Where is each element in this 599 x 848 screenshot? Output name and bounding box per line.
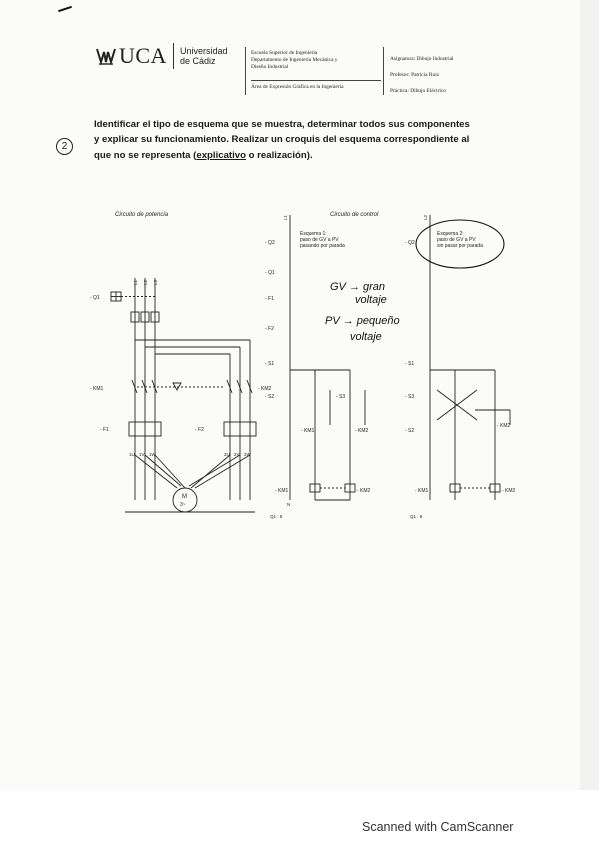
- label-km1-coil: - KM1: [275, 488, 289, 494]
- university-line-1: Universidad: [179, 46, 228, 56]
- phase-label-l3: L3: [153, 279, 158, 285]
- uca-logo: UCA Universidad de Cádiz: [95, 43, 227, 69]
- camscanner-footer: Scanned with CamScanner: [362, 820, 514, 834]
- practice-label: Práctica: Dibujo Eléctrico: [390, 88, 446, 94]
- terminal-1w: 1W: [149, 452, 157, 457]
- question-number: 2: [56, 138, 73, 155]
- header-divider-2: [383, 47, 384, 95]
- school-line-1: Escuela Superior de Ingeniería: [251, 50, 318, 56]
- power-circuit-title: Circuito de potencia: [115, 212, 169, 218]
- top-label-l2: L2: [423, 214, 428, 220]
- label-km1-control: - KM1: [301, 428, 315, 434]
- label-km2-power: - KM2: [258, 386, 272, 392]
- question-line-1: Identificar el tipo de esquema que se mu…: [94, 119, 470, 130]
- f2-thermal-relay: [223, 421, 257, 437]
- handwritten-note-2: PV → pequeño: [325, 315, 400, 327]
- scheme1-label-3: pasando por parada: [300, 243, 345, 249]
- label-km1-power: - KM1: [90, 386, 104, 392]
- uca-emblem-icon: [96, 48, 116, 66]
- control-circuit-title: Circuito de control: [330, 212, 379, 218]
- terminal-2u: 2U: [224, 452, 230, 457]
- university-line-2: de Cádiz: [179, 56, 216, 66]
- motor-label: M: [182, 494, 187, 500]
- label-f2: - F2: [195, 427, 204, 433]
- motor-type: 3~: [180, 502, 186, 508]
- label-km2-coil-b: - KM2: [502, 488, 516, 494]
- handwritten-note-2b: voltaje: [350, 331, 382, 343]
- school-block: Escuela Superior de Ingeniería Departame…: [251, 50, 338, 71]
- university-name: Universidad de Cádiz: [180, 46, 228, 66]
- motor-symbol: [172, 487, 198, 513]
- label-s3-b: - S3: [405, 394, 414, 400]
- handwritten-note-1: GV → gran: [330, 281, 385, 293]
- question-line-3: que no se representa (explicativo o real…: [94, 149, 313, 161]
- electrical-schematic: Circuito de potencia Circuito de control…: [90, 212, 516, 519]
- phase-label-l2: L2: [143, 279, 148, 285]
- question-line-2: y explicar su funcionamiento. Realizar u…: [94, 134, 470, 146]
- phase-label-l1: L1: [133, 279, 138, 285]
- handwritten-note-1b: voltaje: [355, 294, 387, 306]
- label-q2-b: - Q2: [405, 240, 415, 246]
- label-km2-b: - KM2: [497, 423, 511, 429]
- f1-thermal-relay: [128, 421, 162, 437]
- label-q1-control: - Q1: [265, 270, 275, 276]
- question-text: Identificar el tipo de esquema que se mu…: [94, 117, 514, 163]
- label-s1: - S1: [265, 361, 274, 367]
- header-divider-1: [245, 47, 246, 95]
- scheme1-label-1: Esquema 1:: [300, 231, 327, 237]
- terminal-2w: 2W: [244, 452, 252, 457]
- label-km1-coil-b: - KM1: [415, 488, 429, 494]
- terminal-2v: 2V: [234, 452, 240, 457]
- sheet-edge: [580, 0, 599, 790]
- label-km2-coil: - KM2: [357, 488, 371, 494]
- top-label-l1: L1: [283, 214, 288, 220]
- label-f2-control: - F2: [265, 326, 274, 332]
- terminal-1v: 1V: [139, 452, 145, 457]
- label-q2: - Q2: [265, 240, 275, 246]
- area-label: Área de Expresión Gráfica en la Ingenier…: [251, 84, 344, 90]
- label-s1-b: - S1: [405, 361, 414, 367]
- reference-q1-6-b: Q1 : 6: [410, 514, 423, 519]
- scheme2-label-3: sin pasar por parada: [437, 243, 483, 249]
- label-f1: - F1: [100, 427, 109, 433]
- reference-q1-6: Q1 : 6: [270, 514, 283, 519]
- school-line-3: Diseño Industrial: [251, 64, 289, 70]
- bottom-label-n: N: [287, 502, 290, 507]
- scheme1-label-2: paso de GV a PV: [300, 237, 339, 243]
- logo-text: UCA: [119, 43, 167, 68]
- label-s2: - S2: [265, 394, 274, 400]
- professor-label: Profesor: Patricia Ruiz: [390, 72, 440, 78]
- logo-divider: [172, 43, 174, 69]
- label-km2-control: - KM2: [355, 428, 369, 434]
- label-f1-control: - F1: [265, 296, 274, 302]
- underlined-explicativo: explicativo: [196, 149, 246, 161]
- school-underline: [251, 80, 381, 81]
- label-s2-b: - S2: [405, 428, 414, 434]
- hand-drawn-oval: [415, 219, 505, 269]
- subject-label: Asignatura: Dibujo Industrial: [390, 56, 454, 62]
- scheme2-label-2: paso de GV a PV: [437, 237, 476, 243]
- label-s3: - S3: [336, 394, 345, 400]
- label-q1: - Q1: [90, 295, 100, 301]
- terminal-1u: 1U: [129, 452, 135, 457]
- scheme2-label-1: Esquema 2:: [437, 231, 464, 237]
- school-line-2: Departamento de Ingeniería Mecánica y: [251, 57, 338, 63]
- course-block: Asignatura: Dibujo Industrial Profesor: …: [390, 51, 453, 99]
